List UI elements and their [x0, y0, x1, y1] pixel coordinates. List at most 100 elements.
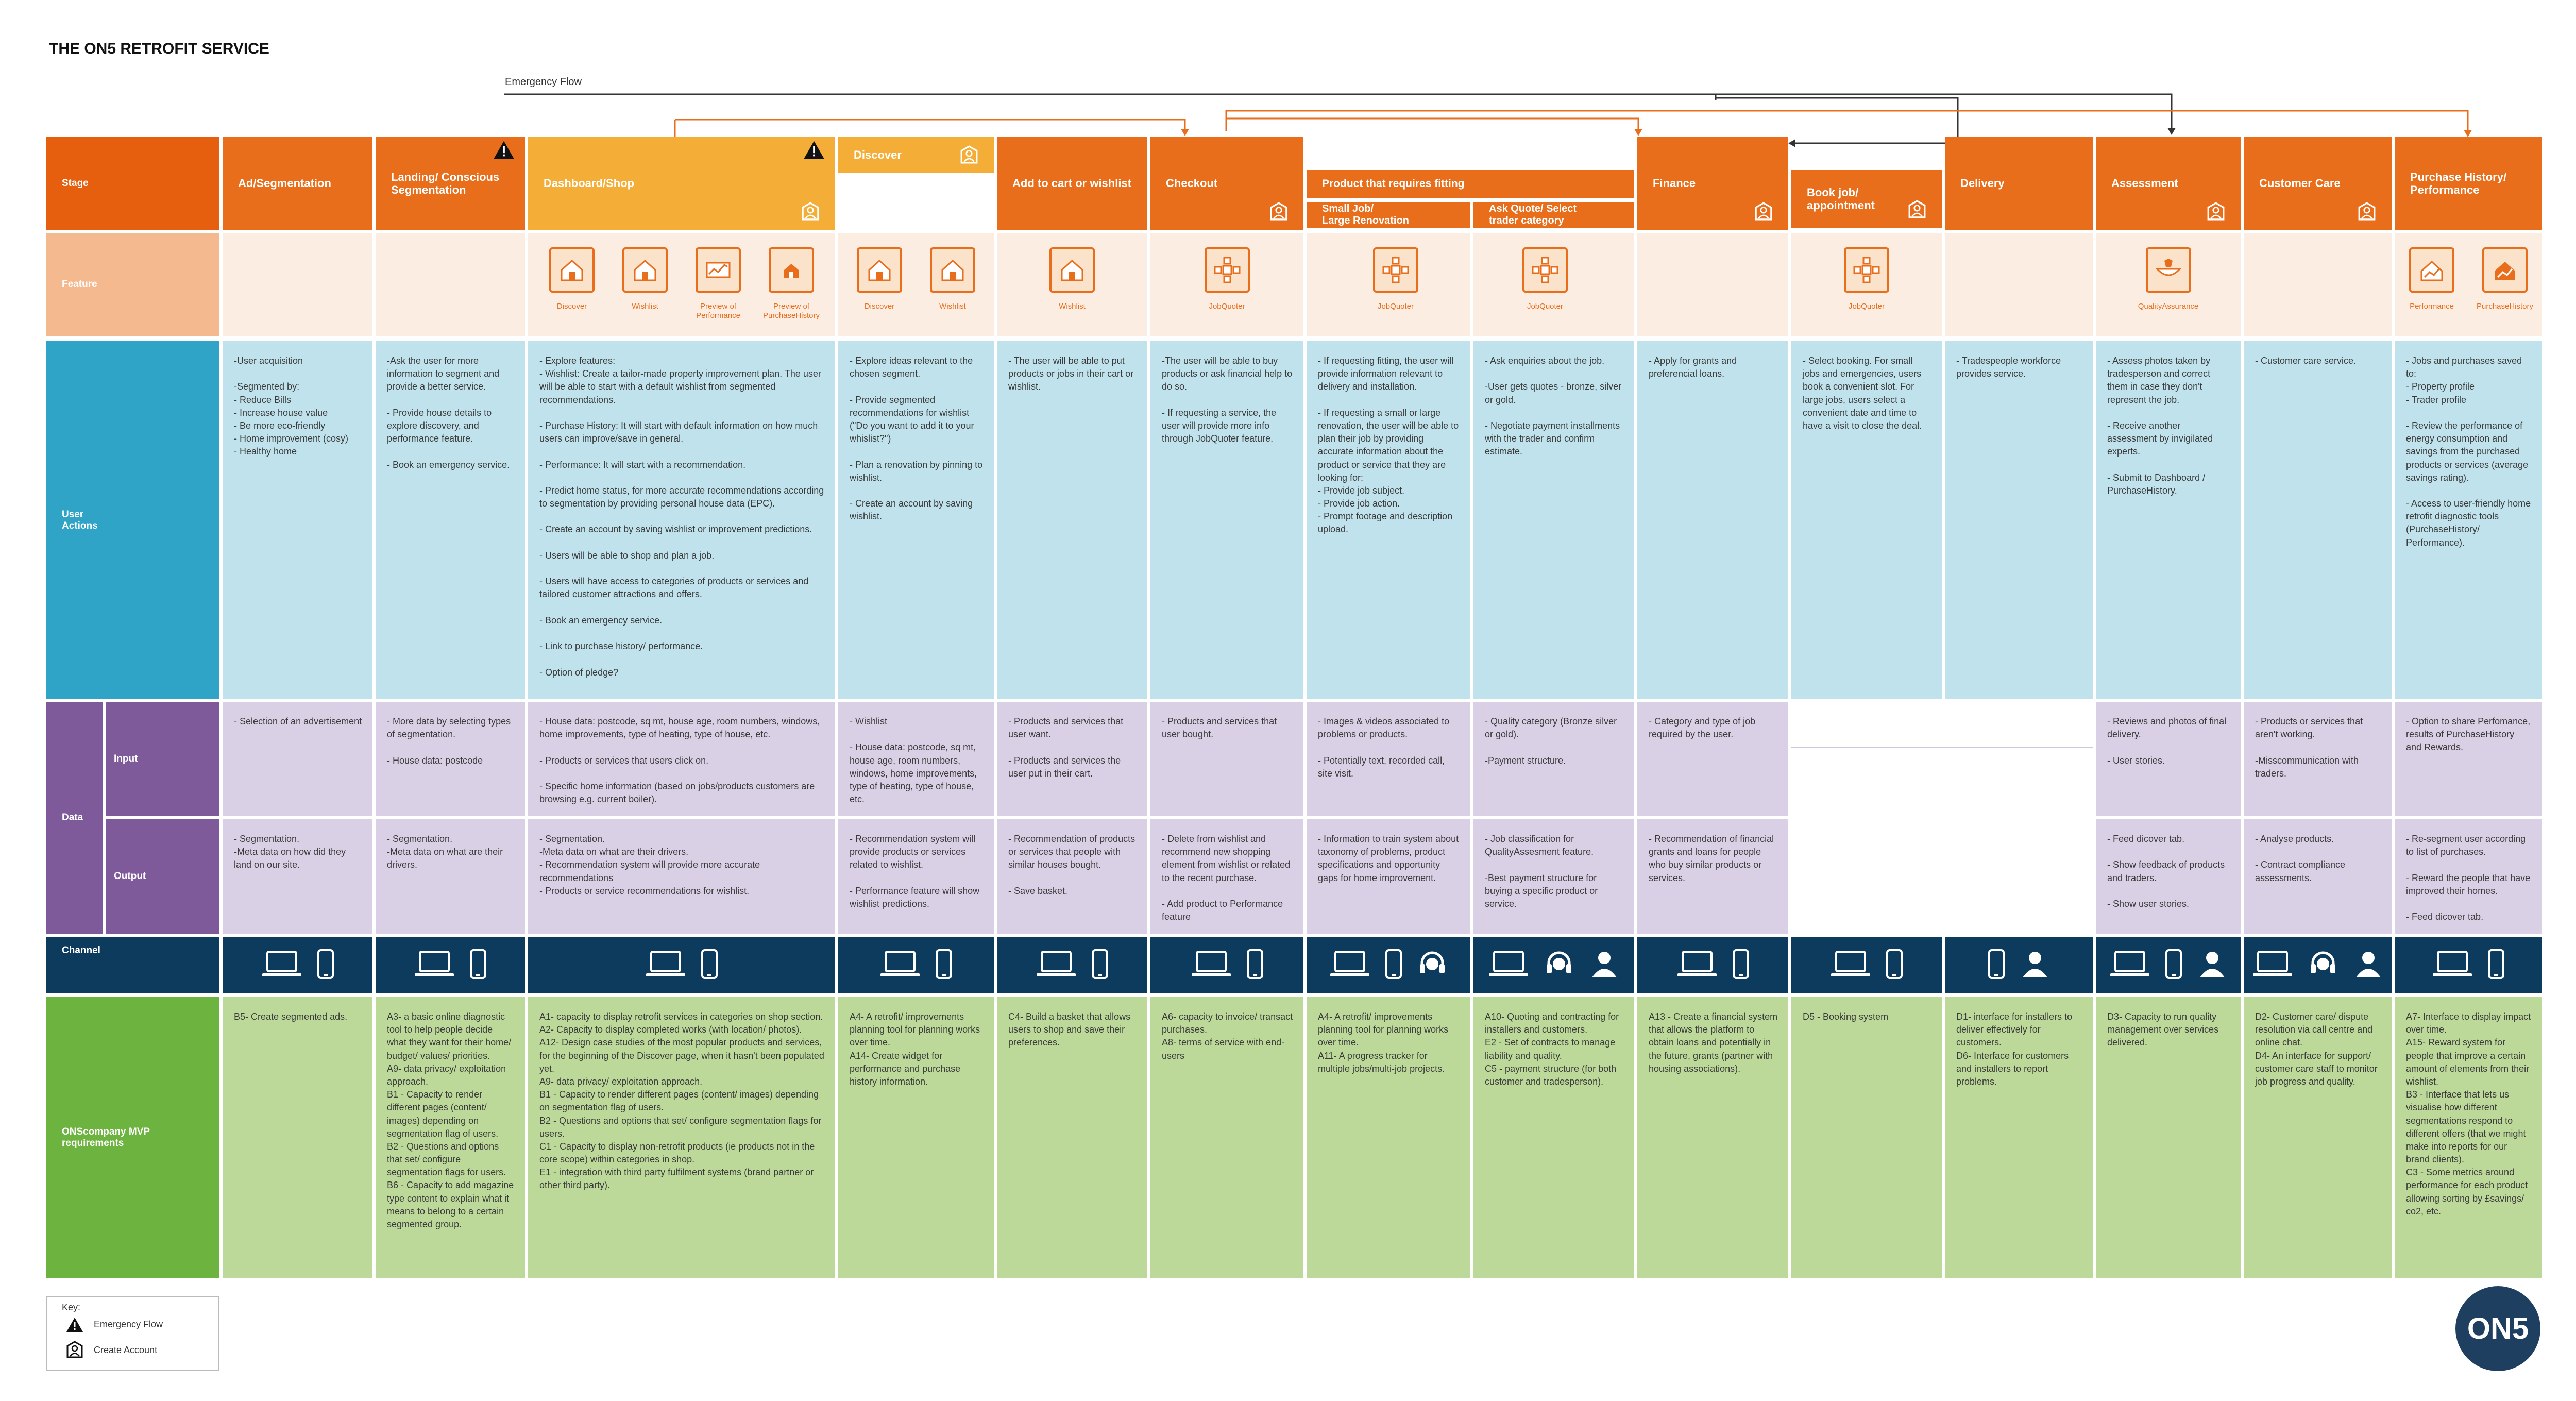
data-input-cell: - More data by selecting types of segmen… [376, 702, 525, 816]
stage-1[interactable]: Landing/ Conscious Segmentation [376, 137, 525, 230]
house-icon [930, 247, 975, 293]
laptop-icon [1830, 948, 1871, 983]
data-output-cell: - Feed dicover tab. - Show feedback of p… [2096, 819, 2241, 934]
feature-cell [2244, 233, 2392, 336]
laptop-icon [879, 948, 921, 983]
lane-output-label: Output [114, 871, 146, 882]
data-output-cell: - Segmentation. -Meta data on what are t… [528, 819, 835, 934]
laptop-icon [261, 948, 302, 983]
stage-10[interactable]: Assessment [2096, 137, 2241, 230]
laptop-icon [1329, 948, 1370, 983]
purchasehistory-feature[interactable]: PurchaseHistory [2477, 247, 2533, 311]
arrow-head [1634, 129, 1642, 136]
emergency-flow-label: Emergency Flow [505, 76, 582, 88]
stage-product-fitting[interactable]: Product that requires fitting [1307, 170, 1634, 198]
warning-icon [66, 1318, 83, 1332]
lane-channel-label: Channel [62, 945, 100, 956]
discover-feature[interactable]: Discover [544, 247, 600, 311]
quoter-icon [1373, 247, 1418, 293]
wishlist-feature[interactable]: Wishlist [924, 247, 981, 311]
quoter-icon [1204, 247, 1250, 293]
data-input-cell: - Products and services that user want. … [997, 702, 1147, 816]
jobquoter-feature[interactable]: JobQuoter [1517, 247, 1573, 311]
performance-feature[interactable]: Performance [2403, 247, 2460, 311]
stage-9[interactable]: Delivery [1945, 137, 2093, 230]
mvp-cell: A1- capacity to display retrofit service… [528, 997, 835, 1278]
user-action-cell: - Ask enquiries about the job. -User get… [1473, 341, 1634, 699]
data-output-cell: - Delete from wishlist and recommend new… [1150, 819, 1303, 934]
stage-0[interactable]: Ad/Segmentation [223, 137, 372, 230]
lane-mvp: ONScompany MVP requirements [46, 997, 219, 1278]
page-title: THE ON5 RETROFIT SERVICE [49, 40, 269, 57]
channel-cell [1150, 937, 1303, 993]
laptop-icon [1191, 948, 1232, 983]
channel-cell [838, 937, 994, 993]
phone-icon [1091, 948, 1109, 983]
account-icon [1755, 202, 1772, 221]
performance-icon [2409, 247, 2454, 293]
feature-cell [376, 233, 525, 336]
data-output-cell [1945, 819, 2093, 934]
on5-logo: ON5 [2455, 1286, 2540, 1371]
jobquoter-feature[interactable]: JobQuoter [1367, 247, 1424, 311]
feature-label: JobQuoter [1527, 302, 1564, 311]
user-action-cell: - Tradespeople workforce provides servic… [1945, 341, 2093, 699]
stage-12[interactable]: Purchase History/ Performance [2395, 137, 2542, 230]
stage-5[interactable]: Checkout [1150, 137, 1303, 230]
stage-11[interactable]: Customer Care [2244, 137, 2392, 230]
stage-3[interactable]: Discover [838, 137, 994, 173]
feature-label: Wishlist [939, 302, 966, 311]
flow-line-checkout [1225, 110, 2469, 131]
stage-8[interactable]: Book job/ appointment [1791, 170, 1942, 228]
stage-ask-quote[interactable]: Ask Quote/ Select trader category [1473, 202, 1634, 228]
account-icon [66, 1341, 83, 1358]
phone-icon [2487, 948, 2505, 983]
feature-label: Performance [2410, 302, 2454, 311]
stage-7[interactable]: Finance [1637, 137, 1788, 230]
stage-label: Add to cart or wishlist [1012, 177, 1132, 190]
account-icon [802, 202, 819, 221]
feature-group: JobQuoter [1791, 233, 1942, 336]
data-divider [1791, 747, 2093, 748]
user-action-cell: - Jobs and purchases saved to: - Propert… [2395, 341, 2542, 699]
data-output-cell: - Re-segment user according to list of p… [2395, 819, 2542, 934]
mvp-cell: D3- Capacity to run quality management o… [2096, 997, 2241, 1278]
lane-input-label: Input [114, 753, 138, 764]
user-action-cell: - Apply for grants and preferencial loan… [1637, 341, 1788, 699]
wishlist-feature[interactable]: Wishlist [1044, 247, 1100, 311]
user-action-cell: - If requesting fitting, the user will p… [1307, 341, 1470, 699]
data-output-cell: - Recommendation of products or services… [997, 819, 1147, 934]
feature-group: Performance PurchaseHistory [2395, 233, 2542, 336]
account-icon [960, 145, 978, 164]
preview-of-performance-feature[interactable]: Preview of Performance [690, 247, 747, 320]
stage-label: Delivery [1960, 177, 2005, 190]
data-output-cell: - Analyse products. - Contract complianc… [2244, 819, 2392, 934]
user-action-cell: - Assess photos taken by tradesperson an… [2096, 341, 2241, 699]
quality-icon [2145, 247, 2191, 293]
stage-label: Product that requires fitting [1322, 178, 1465, 190]
feature-label: PurchaseHistory [2476, 302, 2534, 311]
account-icon [1270, 202, 1287, 221]
channel-cell [1791, 937, 1942, 993]
legend-title: Key: [62, 1302, 81, 1312]
legend-account-label: Create Account [94, 1345, 158, 1355]
mvp-cell: A10- Quoting and contracting for install… [1473, 997, 1634, 1278]
jobquoter-feature[interactable]: JobQuoter [1838, 247, 1895, 311]
user-action-cell: -Ask the user for more information to se… [376, 341, 525, 699]
person-icon [1589, 948, 1620, 983]
jobquoter-feature[interactable]: JobQuoter [1199, 247, 1256, 311]
wishlist-feature[interactable]: Wishlist [617, 247, 673, 311]
stage-label: Finance [1653, 177, 1696, 190]
channel-cell [1637, 937, 1788, 993]
channel-cell [2096, 937, 2241, 993]
stage-2[interactable]: Dashboard/Shop [528, 137, 835, 230]
stage-small-job[interactable]: Small Job/ Large Renovation [1307, 202, 1470, 228]
discover-feature[interactable]: Discover [851, 247, 908, 311]
stage-4[interactable]: Add to cart or wishlist [997, 137, 1147, 230]
mvp-cell: D5 - Booking system [1791, 997, 1942, 1278]
house-icon [622, 247, 668, 293]
feature-group: Wishlist [997, 233, 1147, 336]
qualityassurance-feature[interactable]: QualityAssurance [2138, 247, 2198, 311]
preview-of-purchasehistory-feature[interactable]: Preview of PurchaseHistory [763, 247, 820, 320]
user-action-cell: -The user will be able to buy products o… [1150, 341, 1303, 699]
